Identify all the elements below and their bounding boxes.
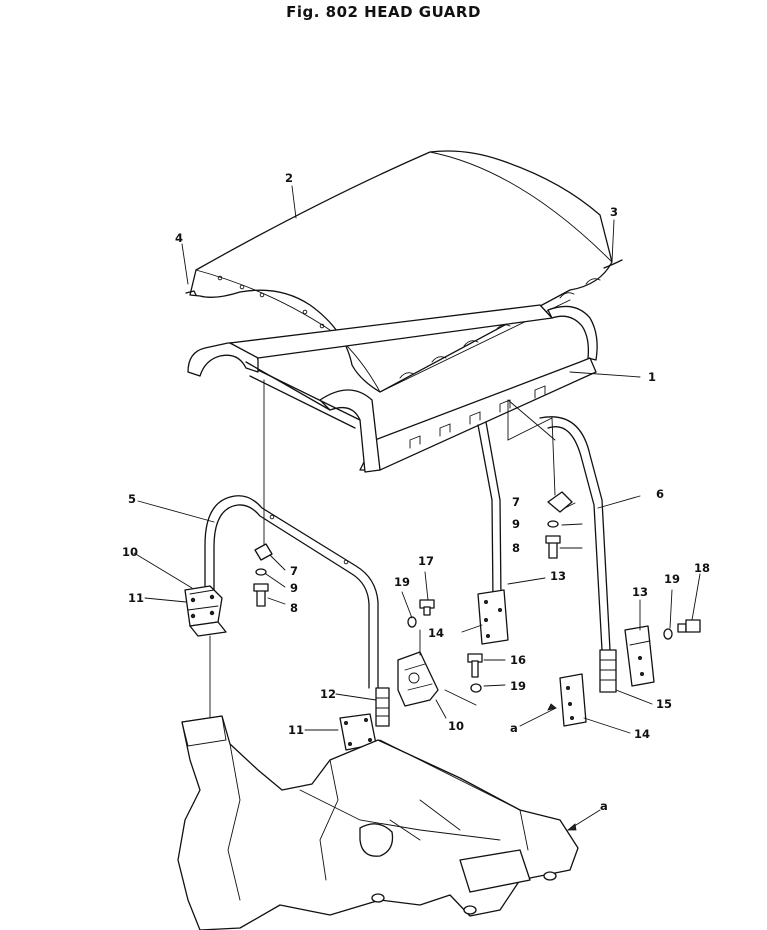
washer-19-a: [407, 616, 417, 628]
label-part-11-lower: 11: [288, 723, 304, 737]
label-part-12: 12: [320, 687, 336, 701]
label-part-19-b: 19: [510, 679, 526, 693]
label-part-19-a: 19: [394, 575, 410, 589]
hinge-14-upper: [477, 589, 509, 645]
label-part-4: 4: [175, 231, 183, 245]
label-part-1: 1: [648, 370, 656, 384]
label-part-14-upper: 14: [428, 626, 444, 640]
rear-roll-bar: [204, 495, 390, 727]
label-part-7-right: 7: [512, 495, 520, 509]
washer-19-c: [663, 628, 673, 640]
figure-title: Fig. 802 HEAD GUARD: [286, 3, 481, 21]
label-part-14-lower: 14: [634, 727, 650, 741]
hinge-13-right: [624, 625, 655, 687]
canopy-frame: [187, 304, 598, 473]
plate-11-lower: [339, 713, 377, 751]
leader-lines: [133, 185, 701, 831]
label-part-18: 18: [694, 561, 710, 575]
label-part-3: 3: [610, 205, 618, 219]
hinge-14-lower: [559, 673, 587, 727]
label-part-7-left: 7: [290, 564, 298, 578]
label-part-9-left: 9: [290, 581, 298, 595]
label-part-15: 15: [656, 697, 672, 711]
label-part-13-upper: 13: [550, 569, 566, 583]
part-labels: 2 3 4 1 5 6 7 9 8 10 7 17 13 19 9 13 19 …: [122, 171, 710, 813]
label-part-13-right: 13: [632, 585, 648, 599]
label-part-2: 2: [285, 171, 293, 185]
front-roll-bar: [477, 416, 617, 693]
bolt-16: [467, 653, 483, 678]
label-part-11-upper: 11: [128, 591, 144, 605]
label-part-17: 17: [418, 554, 434, 568]
plate-11-upper: [189, 621, 227, 637]
bracket-10-right: [397, 651, 439, 707]
bolt-17: [419, 599, 435, 616]
bracket-10-left: [184, 585, 223, 627]
label-part-5: 5: [128, 492, 136, 506]
bolt-18: [677, 619, 701, 633]
label-part-8-right: 8: [512, 541, 520, 555]
label-part-19-c: 19: [664, 572, 680, 586]
label-ref-a-lower: a: [600, 799, 608, 813]
label-part-10-upper: 10: [122, 545, 138, 559]
label-ref-a-upper: a: [510, 721, 518, 735]
machine-body: [177, 715, 579, 930]
fastener-stack-left: [253, 543, 273, 607]
label-part-6: 6: [656, 487, 664, 501]
label-part-8-left: 8: [290, 601, 298, 615]
label-part-10-lower: 10: [448, 719, 464, 733]
washer-19-b: [470, 683, 482, 693]
label-part-9-right: 9: [512, 517, 520, 531]
label-part-16: 16: [510, 653, 526, 667]
